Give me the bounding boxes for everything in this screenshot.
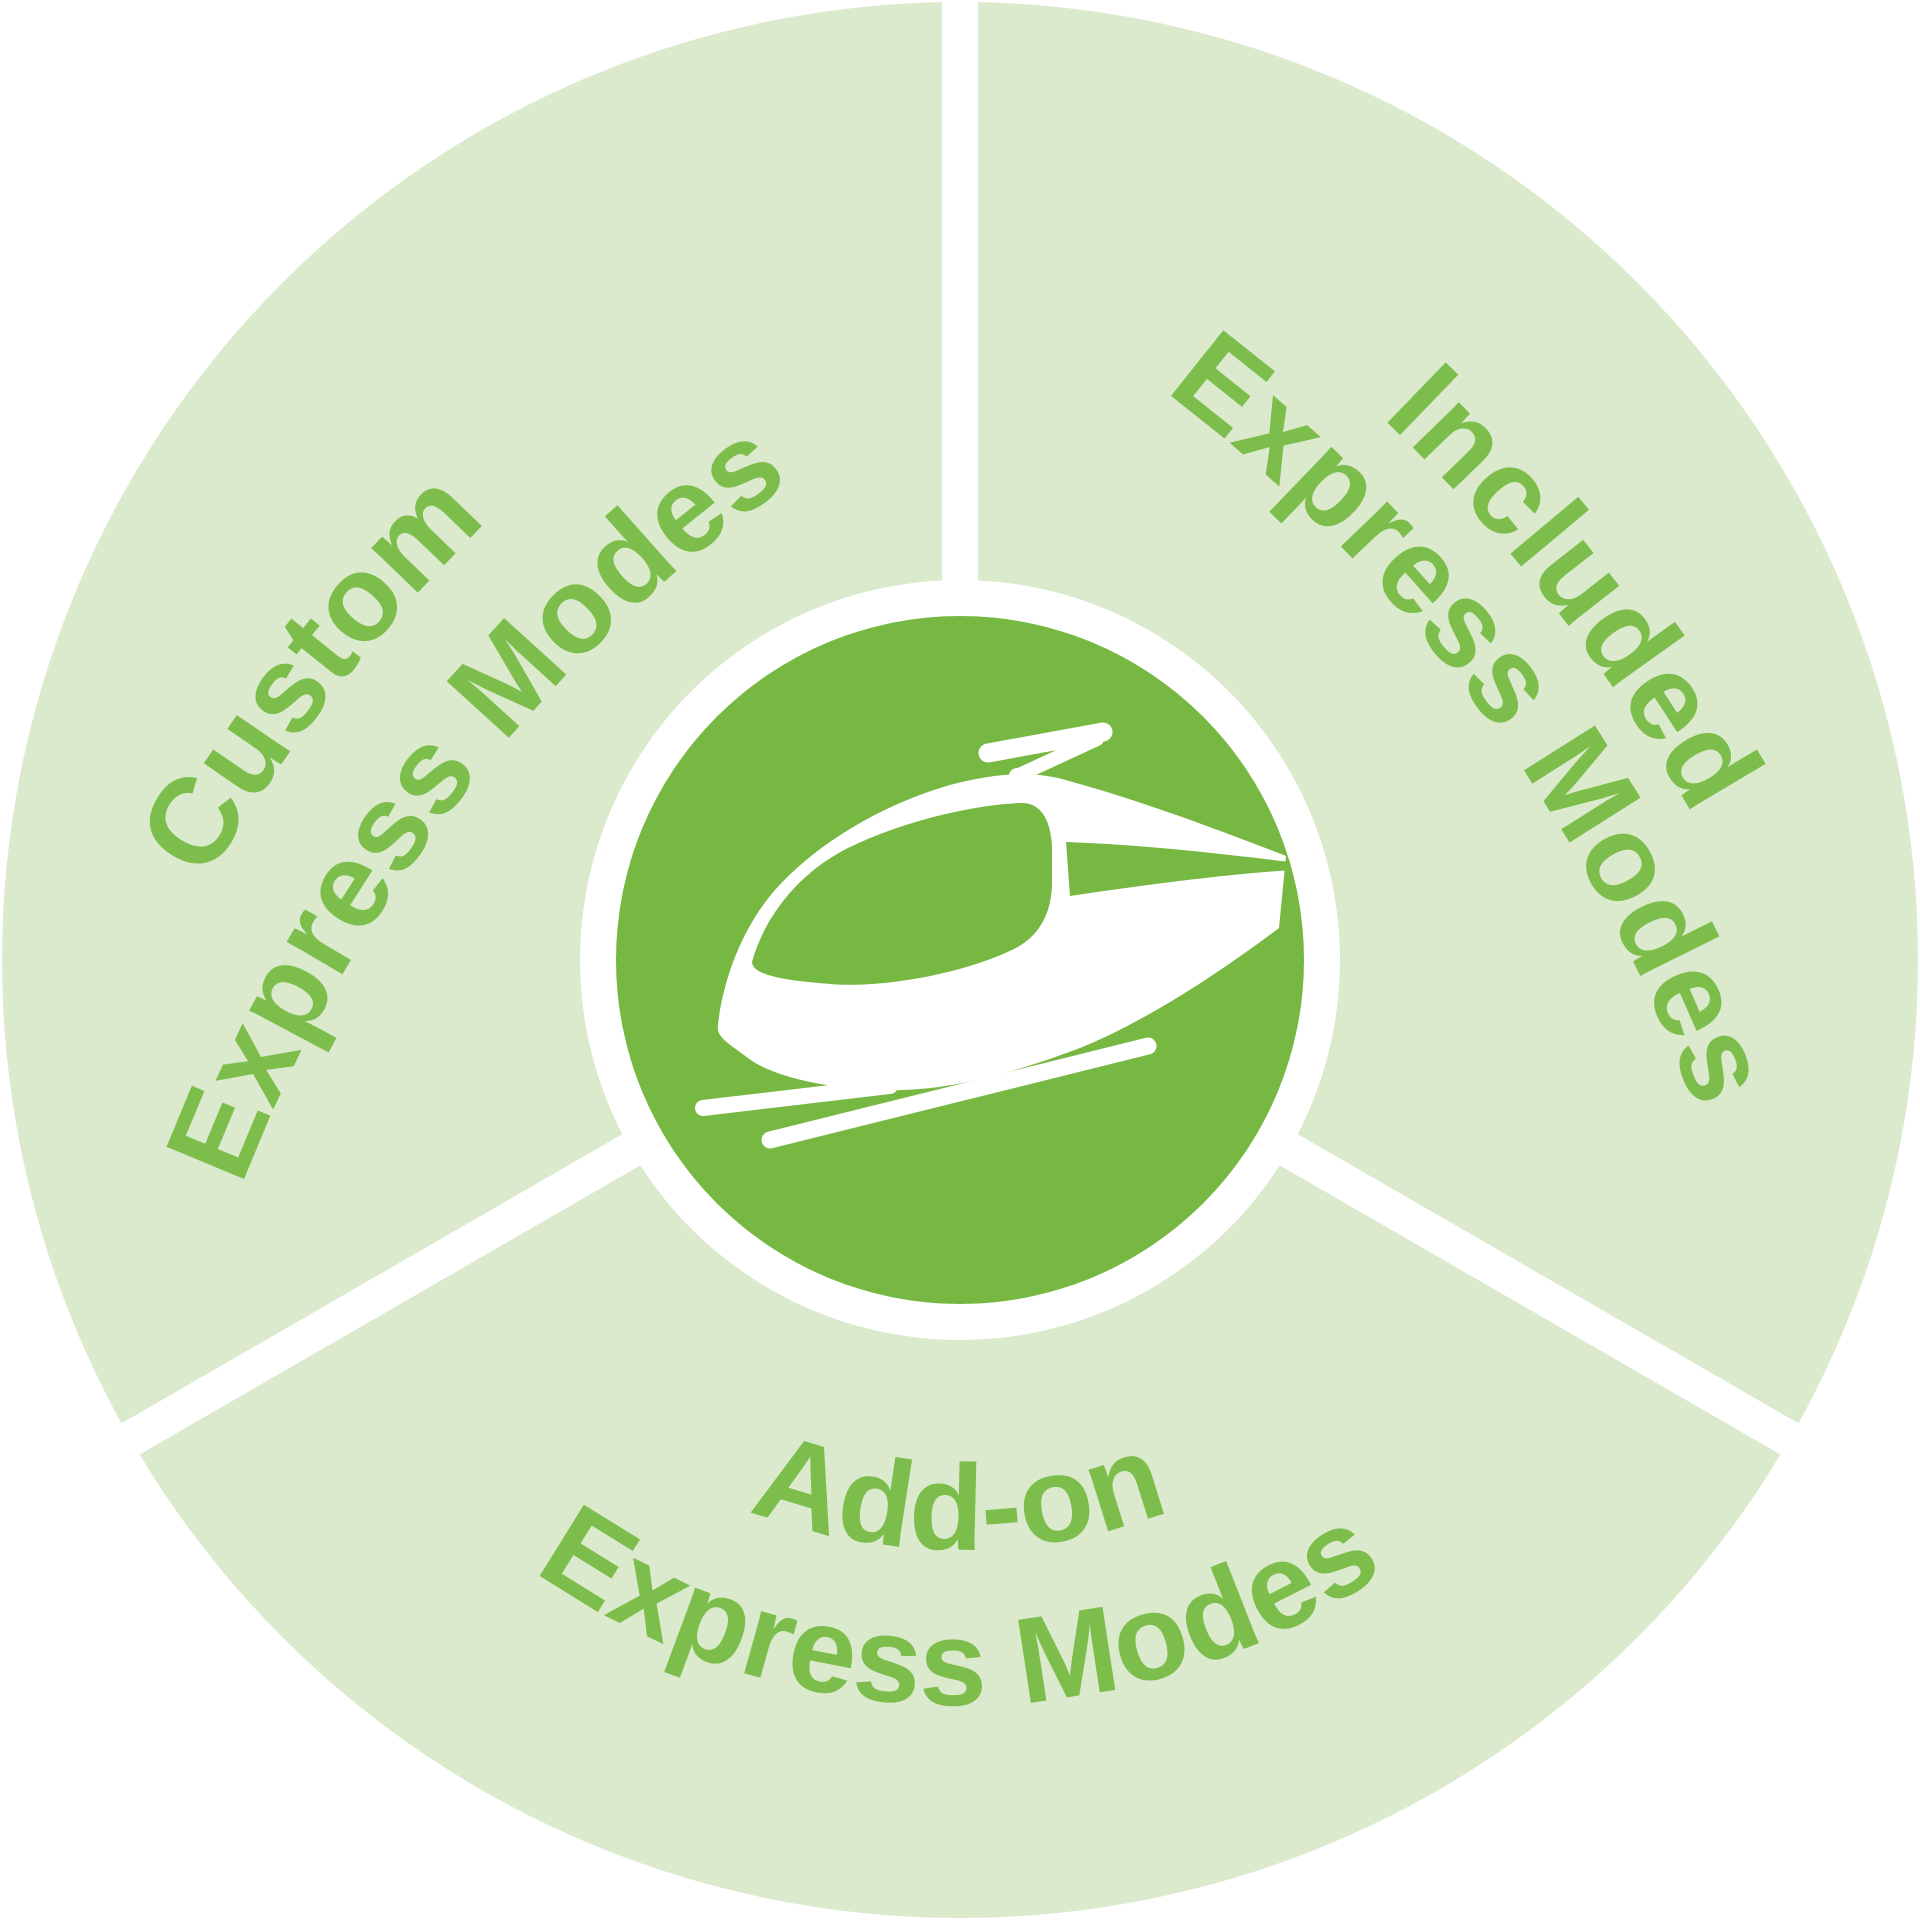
pantograph-lower-arm [1009,768,1070,826]
train-pantograph [978,722,1113,826]
train-side-window [1066,842,1292,896]
train-rail-strip-short [695,1078,898,1116]
pantograph-upper-arm [1010,732,1104,783]
train-windshield [752,802,1052,985]
train-rail-strip-long [761,1037,1157,1149]
train-icon [695,722,1292,1149]
pantograph-bar [978,722,1113,763]
